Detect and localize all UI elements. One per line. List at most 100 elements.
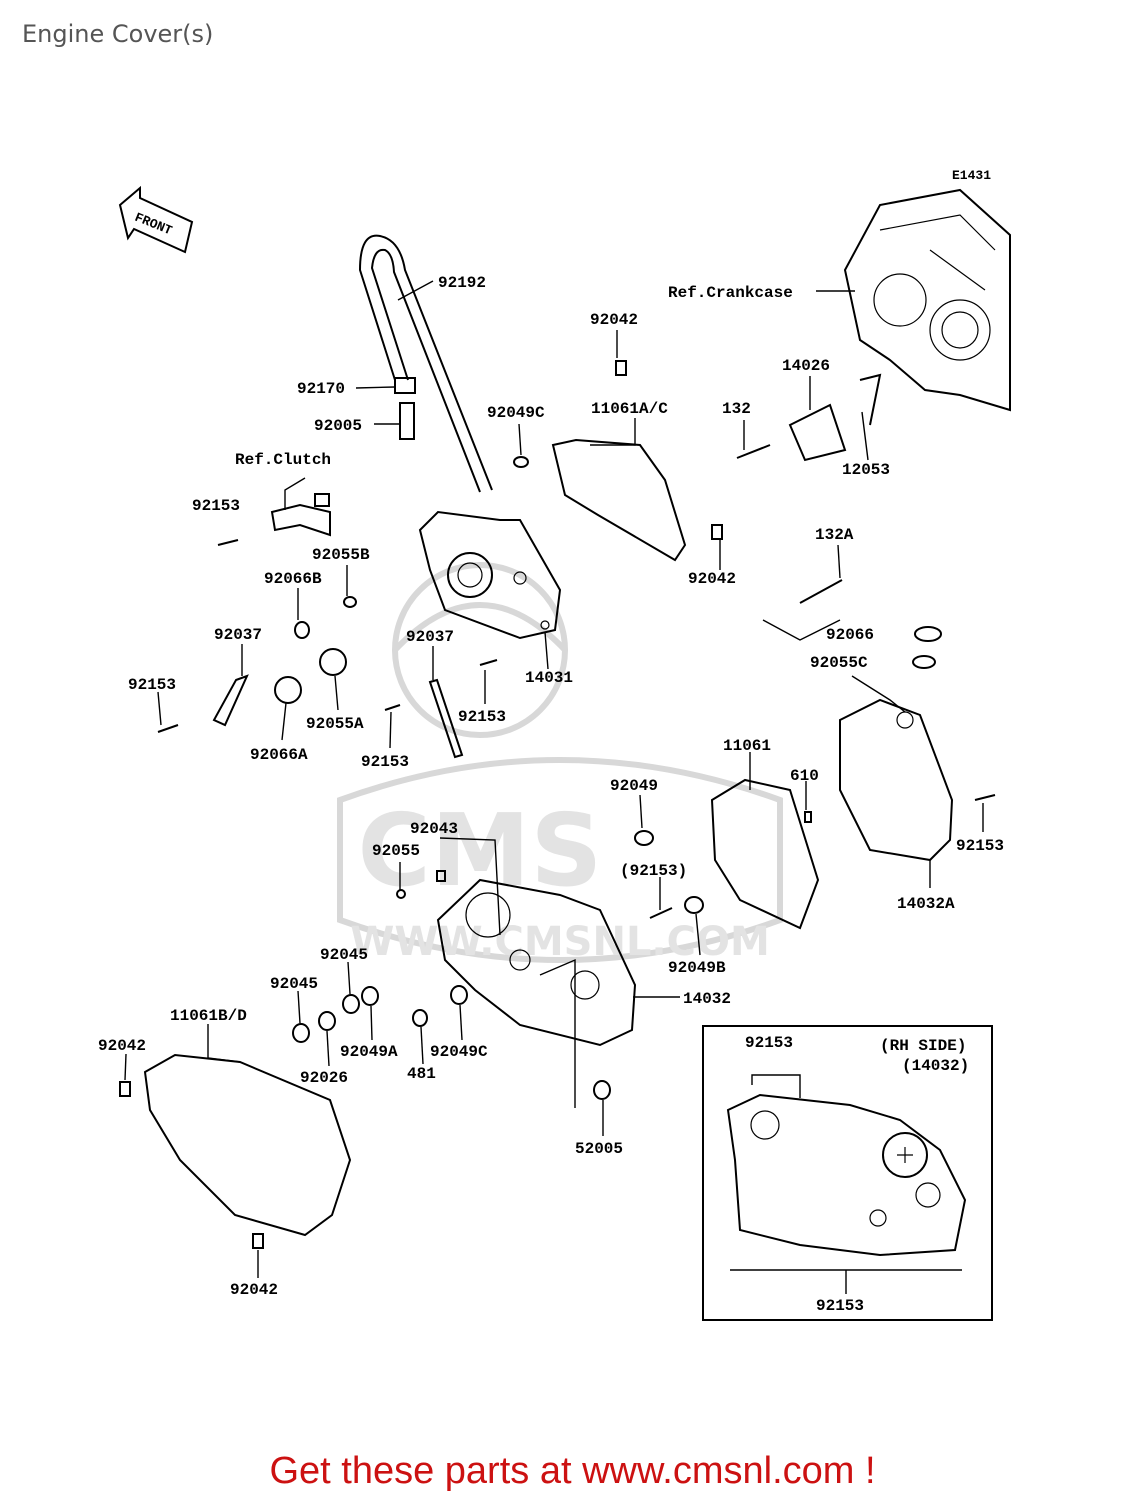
callout: 92055A: [306, 715, 364, 733]
oring-92055c: [912, 655, 936, 669]
bearing-92045-b: [292, 1023, 310, 1043]
watermark-url: WWW.CMSNL.COM: [350, 919, 770, 965]
callout: 92045: [270, 975, 318, 993]
callout: 610: [790, 767, 819, 785]
oring-92055: [396, 889, 406, 899]
bolt-132a: [799, 579, 843, 604]
callout: 14032: [683, 990, 731, 1008]
crankcase-reference: Ref.Crankcase: [668, 188, 1011, 412]
hose-clamp: [394, 377, 416, 394]
callout: 92153: [956, 837, 1004, 855]
oil-seal-92049c: [513, 456, 529, 468]
pin-92043: [436, 870, 446, 882]
callout: 52005: [575, 1140, 623, 1158]
front-label: FRONT: [133, 210, 175, 239]
oring-92055a: [319, 648, 347, 676]
ref-crankcase-label: Ref.Crankcase: [668, 284, 793, 302]
callout: 12053: [842, 461, 890, 479]
callout: 92066B: [264, 570, 322, 588]
callout: 14032A: [897, 895, 955, 913]
dowel-pin-92042-c: [119, 1081, 131, 1097]
dowel-pin-92042: [615, 360, 627, 376]
dowel-pin-92042-d: [252, 1233, 264, 1249]
outer-cover-14032a: [839, 698, 954, 862]
cta-link[interactable]: Get these parts at www.cmsnl.com !: [269, 1450, 876, 1492]
callout: 92049: [610, 777, 658, 795]
callout: 92049A: [340, 1043, 398, 1061]
callout: (92153): [620, 862, 687, 880]
ref-clutch-part: [270, 503, 331, 537]
callout: 92026: [300, 1069, 348, 1087]
callout: 92042: [230, 1281, 278, 1299]
callout: 92043: [410, 820, 458, 838]
callout: 92066: [826, 626, 874, 644]
front-arrow-icon: FRONT: [118, 185, 194, 254]
seal-92049a: [361, 986, 379, 1006]
bolt-92153-b: [157, 724, 179, 733]
callout: 92153: [128, 676, 176, 694]
breather-hose: [358, 234, 493, 491]
bolt-92037-left: [212, 674, 249, 727]
callout: 481: [407, 1065, 436, 1083]
callout: 92055C: [810, 654, 868, 672]
inset-subtitle: (14032): [902, 1057, 969, 1075]
callout: 92049C: [430, 1043, 488, 1061]
pin-610: [804, 811, 812, 823]
callout: 92042: [688, 570, 736, 588]
callout: 92153: [361, 753, 409, 771]
leader-lines: [124, 280, 984, 1294]
rh-side-inset: (RH SIDE) (14032): [702, 1025, 993, 1321]
ring-481: [412, 1009, 428, 1027]
dowel-pin-92042-b: [711, 524, 723, 540]
bolt-92153-f: [649, 907, 673, 919]
oring-92055b: [343, 596, 357, 608]
callout: 92153: [458, 708, 506, 726]
callout: 92005: [314, 417, 362, 435]
callout: 92192: [438, 274, 486, 292]
callout: 92153: [816, 1297, 864, 1315]
callout: 11061A/C: [591, 400, 668, 418]
diagram-code: E1431: [952, 168, 991, 183]
callout: 11061: [723, 737, 771, 755]
callout: 92055B: [312, 546, 370, 564]
callout: 14026: [782, 357, 830, 375]
seal-52005: [593, 1080, 611, 1100]
bolt-132: [736, 444, 771, 459]
clutch-cover-14032: [436, 878, 637, 1047]
bolt-92153-e: [974, 794, 996, 801]
seal-92049c-b: [450, 985, 468, 1005]
callout: 92066A: [250, 746, 308, 764]
watermark-logo: CMS: [358, 792, 603, 909]
gasket-11061: [710, 778, 820, 930]
callout: 132A: [815, 526, 854, 544]
bolt-92153-a: [217, 539, 239, 546]
gasket-11061ac: [551, 438, 687, 562]
plug-92066: [914, 626, 942, 642]
callout: 92037: [406, 628, 454, 646]
callout: 92170: [297, 380, 345, 398]
bearing-92049: [634, 830, 654, 846]
plate-14026: [788, 403, 847, 462]
watermark: CMS WWW.CMSNL.COM: [337, 562, 783, 965]
clutch-cover-14031: [418, 510, 562, 640]
plug-92066b: [294, 621, 310, 639]
page-title: Engine Cover(s): [22, 20, 214, 48]
callout: 92153: [745, 1034, 793, 1052]
bolt-92037-center: [428, 678, 464, 759]
bolt-92153-d: [479, 659, 498, 666]
callout: 92055: [372, 842, 420, 860]
bearing-92045-a: [342, 994, 360, 1014]
callout: 92042: [590, 311, 638, 329]
callout: 92045: [320, 946, 368, 964]
collar-92026: [318, 1011, 336, 1031]
bolt-92153-c: [384, 704, 401, 711]
ref-clutch-label: Ref.Clutch: [235, 451, 331, 469]
callout: 92049C: [487, 404, 545, 422]
callout: 92037: [214, 626, 262, 644]
cap-92066a: [274, 676, 302, 704]
seal-92049b: [684, 896, 704, 914]
inset-title: (RH SIDE): [880, 1037, 966, 1055]
callout: 92153: [192, 497, 240, 515]
callout: 92049B: [668, 959, 726, 977]
